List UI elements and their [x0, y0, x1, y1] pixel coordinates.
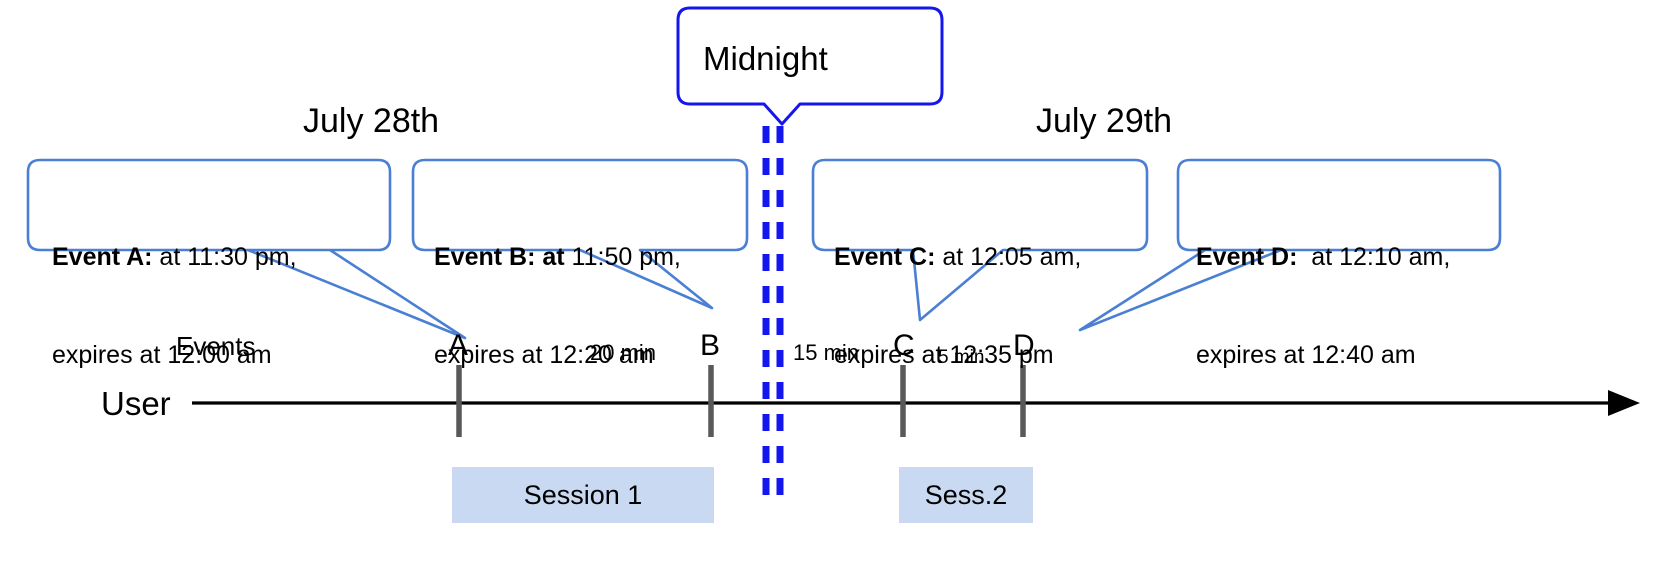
callout-a-text: Event A: at 11:30 pm, expires at 12:00 a… — [52, 176, 297, 436]
session-box-1: Session 1 — [452, 467, 714, 523]
tick-letter-c: C — [893, 329, 915, 362]
callout-b-bold: Event B: at — [434, 243, 565, 271]
row-label-events: Events — [176, 331, 256, 361]
callout-d-bold: Event D: — [1196, 243, 1298, 271]
callout-b-text: Event B: at 11:50 pm, expires at 12:20 a… — [434, 176, 681, 436]
tick-letter-b: B — [700, 329, 721, 362]
callout-b-line2: expires at 12:20 am — [434, 340, 654, 369]
callout-c-rest: at 12:05 am, — [935, 243, 1082, 271]
callout-a-rest: at 11:30 pm, — [152, 243, 297, 271]
session-box-2: Sess.2 — [899, 467, 1033, 523]
date-label-left: July 28th — [303, 102, 440, 140]
session-1-label: Session 1 — [523, 479, 643, 510]
callout-d-line2: expires at 12:40 am — [1196, 340, 1416, 369]
callout-c-bold: Event C: — [834, 243, 936, 271]
gap-label-ab: 20 min — [590, 340, 657, 365]
callout-b-shape — [411, 158, 749, 310]
tick-letter-d: D — [1013, 329, 1035, 362]
callout-a-bold: Event A: — [52, 243, 153, 271]
callout-a-line2: expires at 12:00 am — [52, 340, 272, 369]
tick-letter-a: A — [448, 329, 469, 362]
midnight-label: Midnight — [703, 40, 828, 77]
callout-a-shape — [26, 158, 467, 340]
callout-b-rest: 11:50 pm, — [564, 243, 681, 271]
callout-d-text: Event D: at 12:10 am, expires at 12:40 a… — [1196, 176, 1450, 436]
event-ticks — [456, 365, 1026, 437]
callout-c-shape — [811, 158, 1149, 322]
session-2-label: Sess.2 — [924, 479, 1008, 510]
midnight-dashed-line — [762, 126, 784, 505]
callout-d-rest: at 12:10 am, — [1297, 243, 1451, 271]
row-label-user: User — [101, 385, 171, 422]
date-label-right: July 29th — [1036, 102, 1173, 140]
midnight-callout-shape — [676, 6, 944, 126]
timeline-axis — [192, 390, 1640, 416]
callout-c-line2: expires at 12:35 pm — [834, 340, 1054, 369]
callout-c-text: Event C: at 12:05 am, expires at 12:35 p… — [834, 176, 1081, 436]
gap-label-cd: 5 min — [938, 347, 985, 368]
gap-label-bc: 15 min — [793, 340, 860, 365]
callout-d-shape — [1078, 158, 1502, 332]
